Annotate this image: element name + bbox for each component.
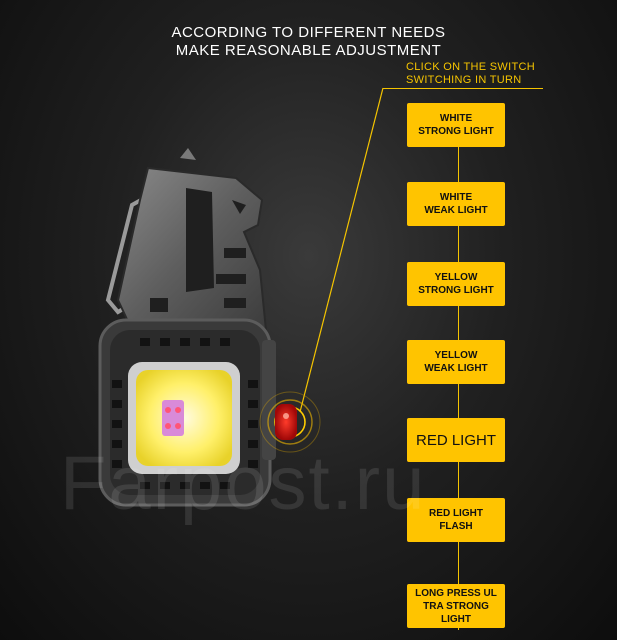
instruction-underline (383, 88, 543, 89)
watermark: Farpost.ru (60, 441, 427, 526)
hex-slot (150, 298, 168, 312)
mode-yellow-weak: YELLOW WEAK LIGHT (407, 340, 505, 384)
mode-label-line-1: YELLOW (434, 350, 478, 361)
mode-label-line-1: WHITE (439, 113, 473, 124)
hex-slot (216, 274, 246, 284)
hex-slot (224, 248, 246, 258)
grip-ribs-top (140, 338, 230, 346)
heading-line-2: MAKE REASONABLE ADJUSTMENT (175, 42, 442, 59)
switch-ripple-outer (259, 391, 321, 453)
instruction-line-1: CLICK ON THE SWITCH (406, 61, 535, 73)
grip-ribs-right (248, 380, 258, 468)
grip-ribs-left (112, 380, 122, 468)
instruction-line-2: SWITCHING IN TURN (406, 74, 522, 86)
mode-yellow-strong: YELLOW STRONG LIGHT (407, 262, 505, 306)
mode-label-line-1: YELLOW (434, 272, 478, 283)
mode-white-strong: WHITE STRONG LIGHT (407, 103, 505, 147)
side-hinge (262, 340, 276, 460)
mode-label-line-1: WHITE (439, 192, 473, 203)
mode-label-line-2: STRONG LIGHT (418, 285, 494, 296)
mode-red-light: RED LIGHT (407, 418, 505, 462)
grip-ribs-bottom (140, 482, 230, 489)
mode-label-line-2: TRA STRONG LIGHT (423, 600, 489, 625)
mode-label-line-1: LONG PRESS UL (415, 587, 497, 599)
mode-red-flash: RED LIGHT FLASH (407, 498, 505, 542)
red-led-chip (162, 400, 184, 436)
mode-label-line-2: STRONG LIGHT (418, 126, 494, 137)
switch-instruction: CLICK ON THE SWITCH SWITCHING IN TURN (406, 61, 535, 87)
mode-label-line-2: WEAK LIGHT (424, 205, 488, 216)
page-heading: ACCORDING TO DIFFERENT NEEDS MAKE REASON… (0, 24, 617, 60)
switch-callout-line (299, 87, 384, 413)
mode-label-line-2: FLASH (439, 521, 473, 532)
switch-ripple-mid (267, 399, 313, 445)
bottle-opener-notch (232, 200, 246, 214)
mode-ultra-strong: LONG PRESS UL TRA STRONG LIGHT (407, 584, 505, 628)
heading-line-1: ACCORDING TO DIFFERENT NEEDS (171, 24, 446, 41)
wrench-slot (186, 188, 214, 292)
power-switch-button[interactable] (275, 404, 297, 440)
hex-slot (224, 298, 246, 308)
mode-white-weak: WHITE WEAK LIGHT (407, 182, 505, 226)
glass-breaker-tip (180, 148, 196, 160)
mode-label-line-2: WEAK LIGHT (424, 363, 488, 374)
mode-label-line-1: RED LIGHT (415, 431, 496, 449)
mode-label-line-1: RED LIGHT (429, 508, 483, 519)
